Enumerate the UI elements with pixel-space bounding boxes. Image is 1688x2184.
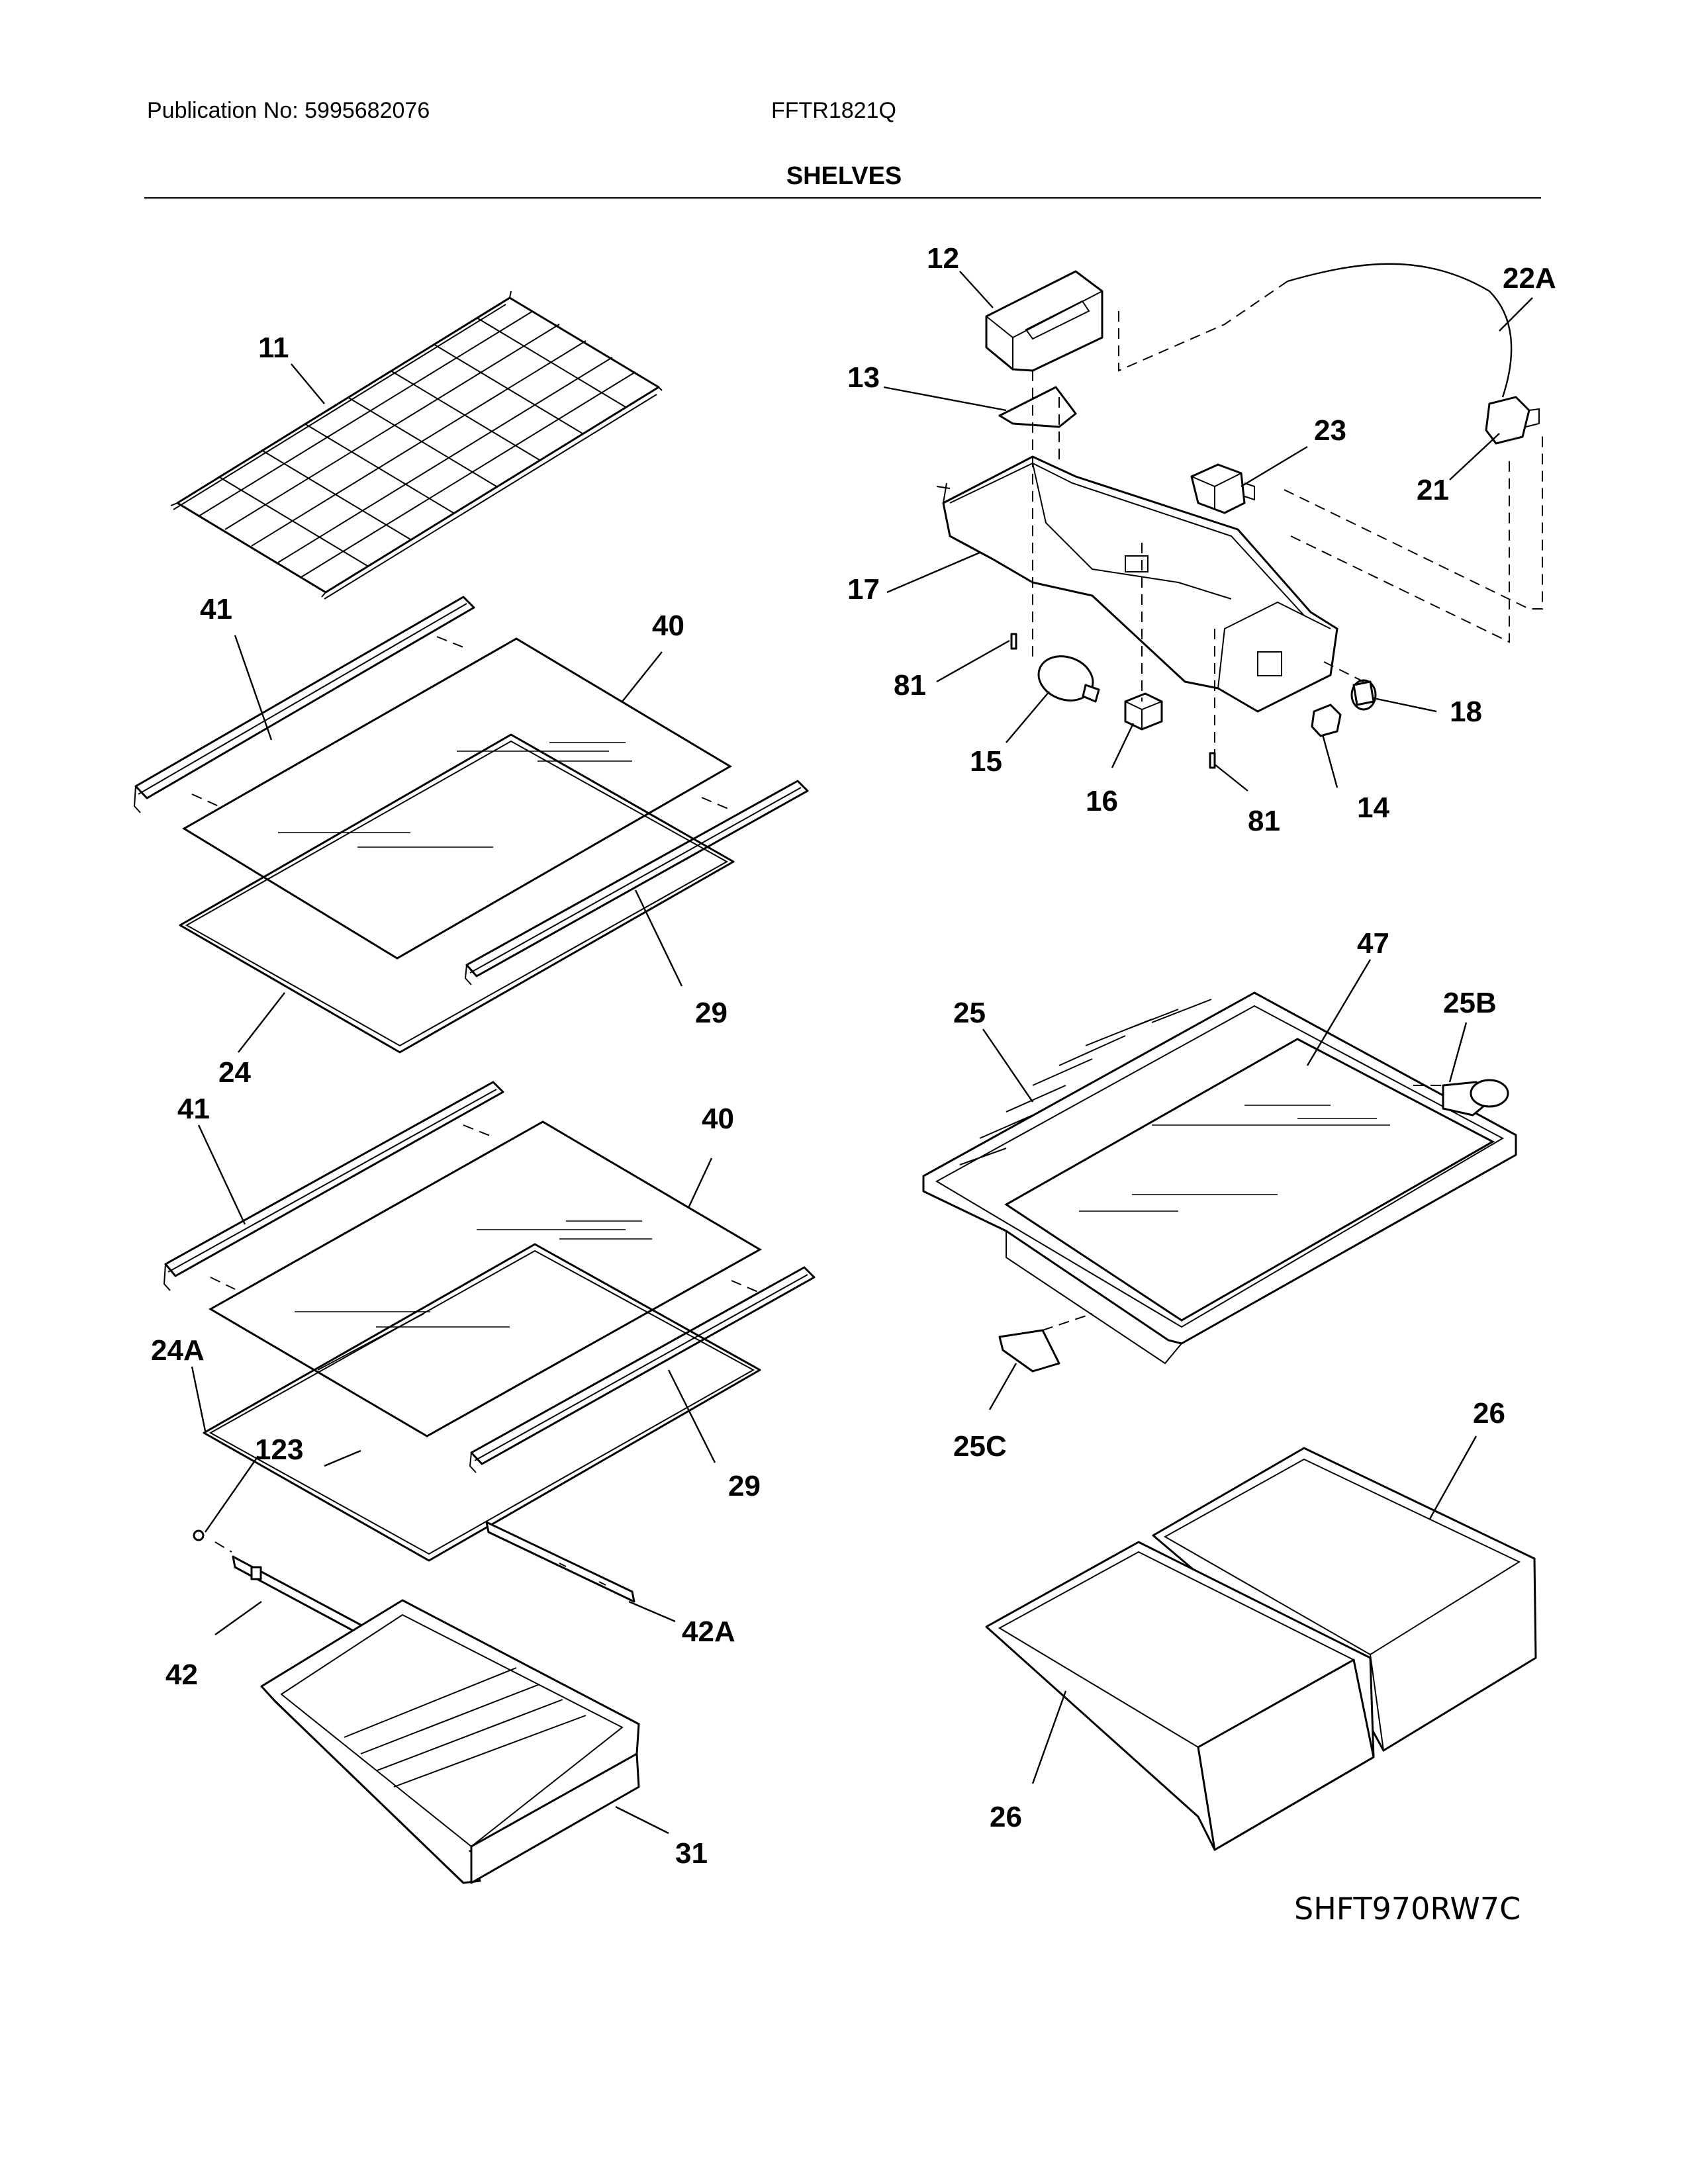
page-title: SHELVES bbox=[786, 162, 902, 190]
cover-support-left bbox=[998, 1329, 1060, 1373]
callout-40-lower: 40 bbox=[702, 1103, 734, 1135]
shelf-frame-upper bbox=[179, 733, 735, 1054]
crisper-drawer-front bbox=[985, 1541, 1375, 1851]
callout-17: 17 bbox=[847, 573, 880, 606]
shelf-frame-lower bbox=[203, 1243, 761, 1562]
callout-13: 13 bbox=[847, 361, 880, 394]
callout-21: 21 bbox=[1417, 474, 1449, 506]
callout-47: 47 bbox=[1357, 927, 1389, 960]
callout-81-left: 81 bbox=[894, 669, 926, 702]
callout-41-upper: 41 bbox=[200, 593, 232, 625]
callout-leaders bbox=[191, 271, 1533, 1835]
light-switch bbox=[1311, 704, 1342, 737]
callout-41-lower: 41 bbox=[177, 1093, 210, 1125]
callout-29-lower: 29 bbox=[728, 1470, 761, 1502]
light-shield-part bbox=[985, 270, 1103, 372]
callout-23: 23 bbox=[1314, 414, 1346, 447]
callout-15: 15 bbox=[970, 745, 1002, 778]
callout-12: 12 bbox=[927, 242, 959, 275]
model-number: FFTR1821Q bbox=[771, 98, 896, 123]
shelf-side-trim-lower bbox=[469, 1266, 816, 1473]
callout-14: 14 bbox=[1357, 792, 1389, 824]
callout-11: 11 bbox=[258, 332, 289, 364]
header-rule bbox=[144, 197, 1541, 199]
shelf-trim-upper-left bbox=[133, 596, 475, 813]
publication-number: Publication No: 5995682076 bbox=[147, 98, 430, 123]
callout-40-upper: 40 bbox=[652, 610, 684, 642]
callout-29-upper: 29 bbox=[695, 997, 727, 1029]
callout-24: 24 bbox=[218, 1056, 251, 1089]
screw-81-right bbox=[1209, 752, 1216, 769]
light-bulb bbox=[1037, 655, 1100, 703]
control-thermostat bbox=[1190, 463, 1255, 514]
callout-42: 42 bbox=[165, 1659, 198, 1691]
callout-labels: 11 41 40 29 24 41 40 29 24A 123 42A 42 3… bbox=[151, 242, 1556, 1927]
callout-81-right: 81 bbox=[1248, 805, 1280, 837]
capillary-tube bbox=[1287, 263, 1513, 398]
lamp-socket bbox=[1124, 692, 1163, 731]
control-knob bbox=[1350, 679, 1377, 711]
assembly-guide-top bbox=[1032, 281, 1543, 754]
crisper-drawer-small bbox=[260, 1599, 640, 1884]
callout-25B: 25B bbox=[1443, 987, 1497, 1019]
callout-18: 18 bbox=[1450, 696, 1482, 728]
callout-16: 16 bbox=[1086, 785, 1118, 817]
cover-hinge-right bbox=[1442, 1079, 1509, 1116]
callout-42A: 42A bbox=[682, 1615, 735, 1648]
screw-81-left bbox=[1010, 633, 1017, 650]
callout-31: 31 bbox=[675, 1837, 708, 1870]
assembly-guide bbox=[191, 636, 729, 809]
callout-26-front: 26 bbox=[990, 1801, 1022, 1833]
callout-25C: 25C bbox=[953, 1430, 1007, 1463]
callout-123: 123 bbox=[255, 1433, 303, 1466]
shelf-side-trim-upper bbox=[464, 780, 809, 985]
switch-connector bbox=[1485, 396, 1540, 445]
diagram-code: SHFT970RW7C bbox=[1294, 1891, 1521, 1927]
glass-shelf-upper bbox=[182, 637, 732, 960]
crisper-rail-right bbox=[485, 1521, 635, 1603]
callout-24A: 24A bbox=[151, 1334, 205, 1367]
assembly-guide-cover bbox=[1042, 1085, 1443, 1331]
callout-26-rear: 26 bbox=[1473, 1397, 1505, 1430]
light-housing-part bbox=[936, 455, 1338, 713]
callout-22A: 22A bbox=[1503, 262, 1556, 295]
crisper-cover-glass bbox=[1004, 1038, 1495, 1322]
screw-small bbox=[193, 1529, 205, 1541]
shelf-trim-lower-left bbox=[163, 1081, 504, 1291]
wire-shelf-part bbox=[170, 291, 663, 600]
callout-25: 25 bbox=[953, 997, 986, 1029]
diffuser-part bbox=[998, 386, 1077, 428]
